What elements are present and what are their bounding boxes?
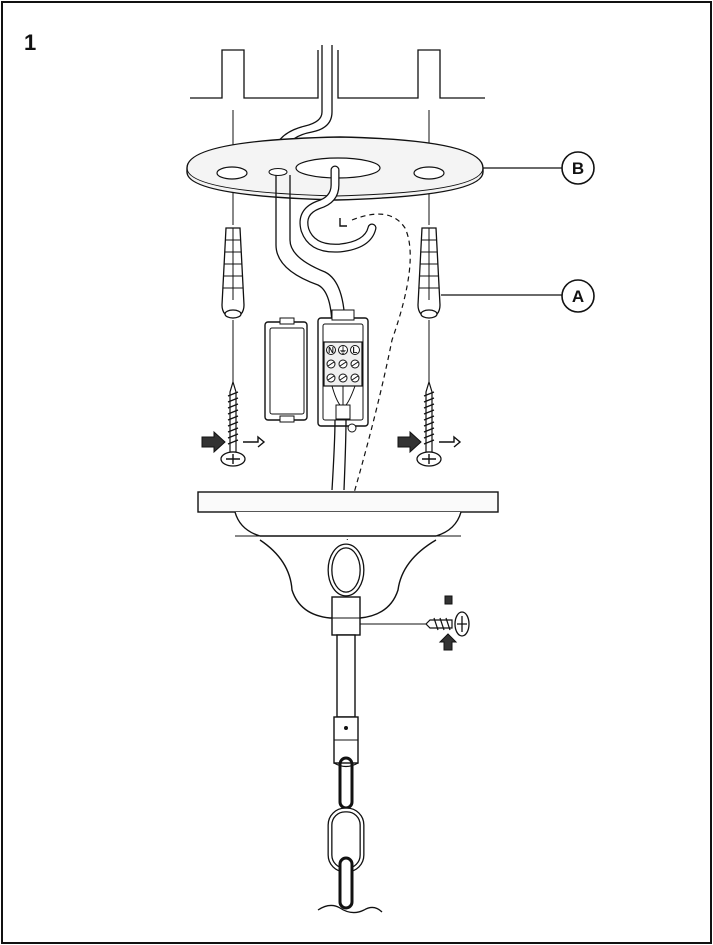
grub-screw-arrows xyxy=(438,595,458,651)
chain xyxy=(317,756,383,914)
wall-plug-left xyxy=(221,227,245,319)
junction-box-cover xyxy=(264,317,308,423)
eye-bolt xyxy=(327,543,365,597)
terminal-label-n: N xyxy=(328,346,334,355)
lamp-cable xyxy=(331,419,336,491)
rotation-arrow-right xyxy=(397,430,462,454)
wall-plug-right xyxy=(417,227,441,319)
callout-b: B xyxy=(561,151,595,185)
callout-a: A xyxy=(561,279,595,313)
callout-a-label: A xyxy=(572,287,584,306)
screw-right xyxy=(416,379,442,467)
step-number: 1 xyxy=(24,30,37,55)
supply-cable xyxy=(275,175,333,331)
terminal-label-l: L xyxy=(353,346,358,355)
callout-b-label: B xyxy=(572,159,584,178)
grub-screw xyxy=(425,611,470,637)
ceiling xyxy=(190,49,485,99)
rotation-arrow-left xyxy=(201,430,266,454)
junction-box: N ⏚ L xyxy=(317,309,369,433)
suspension-rod xyxy=(331,596,361,768)
screw-left xyxy=(220,379,246,467)
terminal-label-earth: ⏚ xyxy=(339,346,347,355)
safety-cable xyxy=(344,213,411,561)
